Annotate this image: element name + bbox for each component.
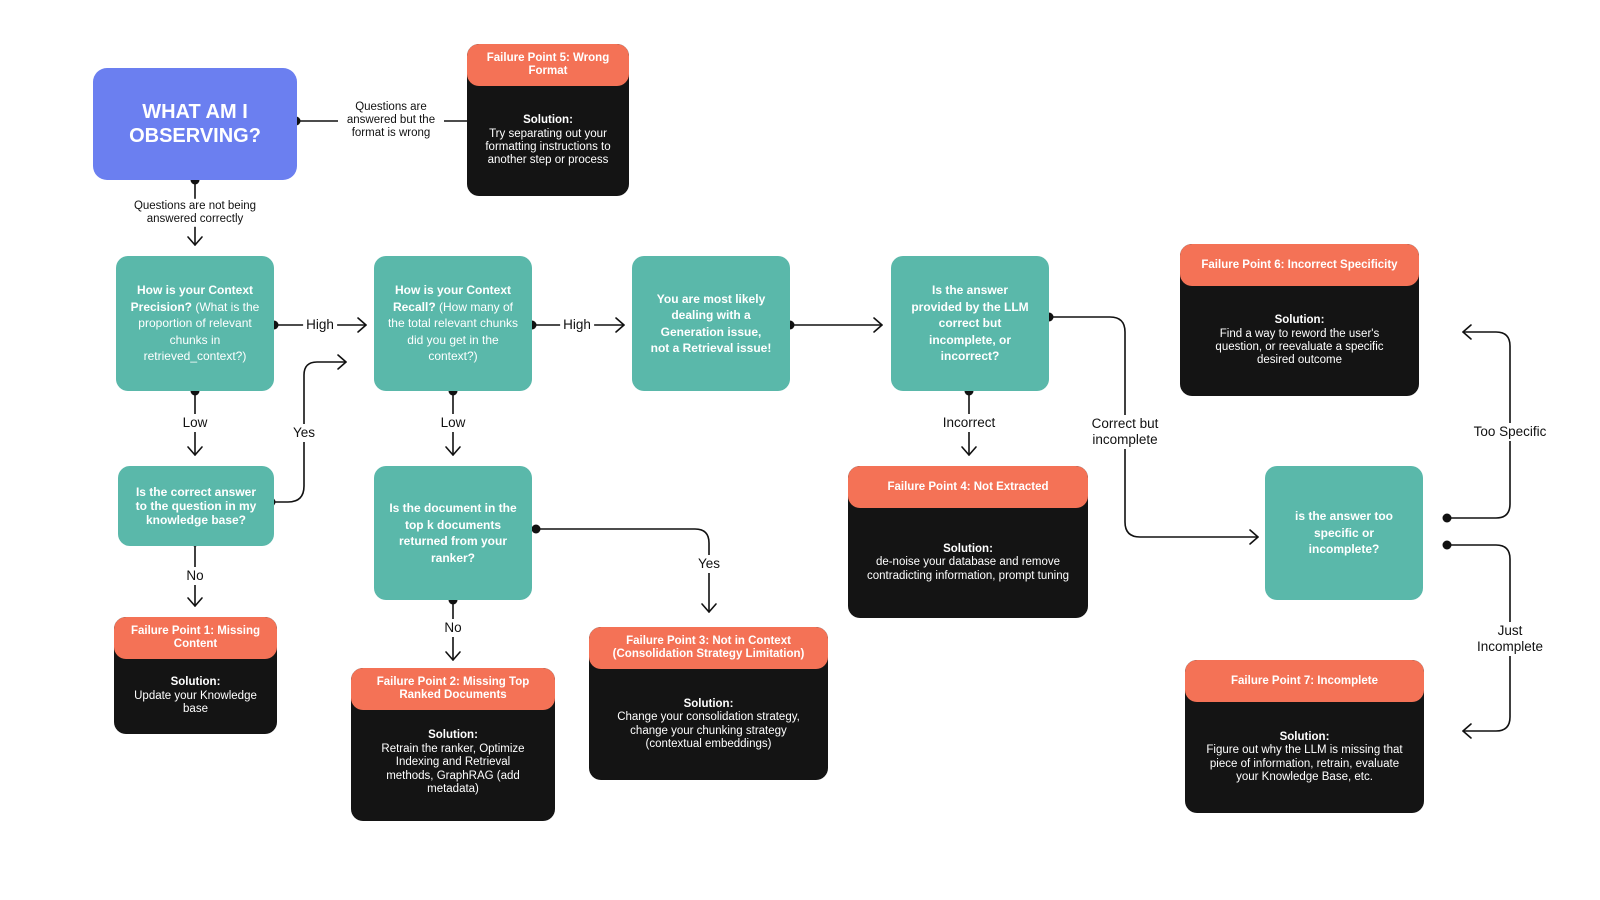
edge-label-precision-high: High <box>303 316 337 334</box>
edge-label-precision-low: Low <box>179 414 211 432</box>
edge-label-incorrect: Incorrect <box>939 414 999 432</box>
edge-topk-yes <box>535 528 710 613</box>
edge-label-just-incomplete: Just Incomplete <box>1470 622 1550 656</box>
specificity-text: is the answer too specific or incomplete… <box>1294 509 1394 557</box>
failure-point-7-title: Failure Point 7: Incomplete <box>1185 660 1424 702</box>
failure-point-4-title: Failure Point 4: Not Extracted <box>848 466 1088 508</box>
edge-label-recall-low: Low <box>437 414 469 432</box>
generation-issue-node: You are most likely dealing with a Gener… <box>632 256 790 391</box>
failure-point-1-title: Failure Point 1: Missing Content <box>114 617 277 659</box>
context-precision-detail: (What is the proportion of relevant chun… <box>138 299 260 364</box>
failure-point-1-card: Failure Point 1: Missing Content Solutio… <box>114 617 277 734</box>
failure-point-1-solution-label: Solution: <box>170 676 221 689</box>
edge-label-not-correct: Questions are not being answered correct… <box>122 198 268 228</box>
answer-check-text: Is the answer provided by the LLM correc… <box>911 283 1029 364</box>
failure-point-4-solution: de-noise your database and remove contra… <box>867 556 1069 582</box>
top-k-text: Is the document in the top k documents r… <box>389 501 517 565</box>
edge-label-recall-high: High <box>560 316 594 334</box>
context-precision-question: How is your Context Precision? <box>130 283 253 314</box>
failure-point-6-title: Failure Point 6: Incorrect Specificity <box>1180 244 1419 286</box>
failure-point-2-card: Failure Point 2: Missing Top Ranked Docu… <box>351 668 555 821</box>
edge-label-topk-yes: Yes <box>694 555 724 573</box>
edge-label-kb-yes: Yes <box>289 424 319 442</box>
context-recall-detail: (How many of the total relevant chunks d… <box>387 299 519 364</box>
failure-point-5-solution-label: Solution: <box>523 114 573 127</box>
failure-point-3-solution: Change your consolidation strategy, chan… <box>617 711 800 750</box>
failure-point-2-title: Failure Point 2: Missing Top Ranked Docu… <box>351 668 555 710</box>
failure-point-1-solution: Update your Knowledge base <box>134 689 257 716</box>
failure-point-4-card: Failure Point 4: Not Extracted Solution:… <box>848 466 1088 618</box>
edge-label-too-specific: Too Specific <box>1470 423 1550 441</box>
start-title: WHAT AM I OBSERVING? <box>129 101 261 147</box>
failure-point-7-solution: Figure out why the LLM is missing that p… <box>1206 744 1403 783</box>
top-k-node: Is the document in the top k documents r… <box>374 466 532 600</box>
context-precision-node: How is your Context Precision? (What is … <box>116 256 274 391</box>
failure-point-6-solution-label: Solution: <box>1274 314 1325 327</box>
edge-label-topk-no: No <box>441 619 465 637</box>
edge-label-format-wrong: Questions are answered but the format is… <box>338 100 444 142</box>
specificity-node: is the answer too specific or incomplete… <box>1265 466 1423 600</box>
failure-point-5-title: Failure Point 5: Wrong Format <box>467 44 629 86</box>
knowledge-base-node: Is the correct answer to the question in… <box>118 466 274 546</box>
failure-point-3-solution-label: Solution: <box>683 697 734 710</box>
failure-point-5-solution: Try separating out your formatting instr… <box>485 127 611 167</box>
answer-check-node: Is the answer provided by the LLM correc… <box>891 256 1049 391</box>
failure-point-7-card: Failure Point 7: Incomplete Solution: Fi… <box>1185 660 1424 813</box>
failure-point-6-solution: Find a way to reword the user's question… <box>1215 327 1384 367</box>
failure-point-7-solution-label: Solution: <box>1279 730 1330 743</box>
failure-point-3-card: Failure Point 3: Not in Context (Consoli… <box>589 627 828 780</box>
failure-point-5-card: Failure Point 5: Wrong Format Solution: … <box>467 44 629 196</box>
context-recall-node: How is your Context Recall? (How many of… <box>374 256 532 391</box>
knowledge-base-text: Is the correct answer to the question in… <box>135 485 257 527</box>
failure-point-3-title: Failure Point 3: Not in Context (Consoli… <box>589 627 828 669</box>
edge-label-kb-no: No <box>183 567 207 585</box>
start-node: WHAT AM I OBSERVING? <box>93 68 297 180</box>
edge-label-correct-incomplete: Correct but incomplete <box>1083 415 1167 449</box>
generation-issue-text: You are most likely dealing with a Gener… <box>650 291 772 356</box>
failure-point-2-solution: Retrain the ranker, Optimize Indexing an… <box>381 742 525 796</box>
failure-point-2-solution-label: Solution: <box>428 729 478 742</box>
failure-point-6-card: Failure Point 6: Incorrect Specificity S… <box>1180 244 1419 396</box>
failure-point-4-solution-label: Solution: <box>943 542 993 555</box>
context-recall-question: How is your Context Recall? <box>392 283 511 314</box>
